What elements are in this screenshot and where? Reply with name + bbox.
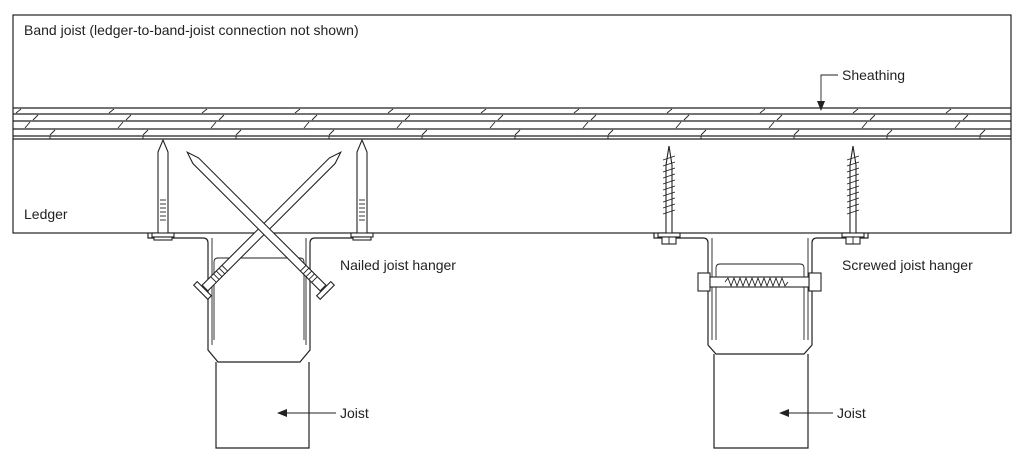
sheathing-hatch [311,114,318,121]
sheathing-hatch [962,114,969,121]
sheathing-hatch [759,108,766,114]
sheathing-hatch [497,114,504,121]
screw-left [657,145,681,245]
screw-right [841,145,865,245]
sheathing-hatch [979,129,986,136]
sheathing-hatch [582,121,589,129]
sheathing-hatch [776,114,783,121]
sheathing-hatch [108,108,115,114]
band-joist [12,14,1012,234]
sheathing-hatch [793,129,800,136]
sheathing-hatch [683,114,690,121]
sheathing-hatch [201,108,208,114]
sheathing-hatch [387,108,394,114]
sheathing-hatch [700,129,707,136]
sheathing-hatch [768,121,775,129]
sheathing-hatch [218,114,225,121]
sheathing-hatch [489,121,496,129]
sheathing-hatch [396,121,403,129]
sheathing-hatch [886,129,893,136]
sheathing-hatch [210,121,217,129]
sheathing-hatch [125,114,132,121]
sheathing-hatch [117,121,124,129]
sheathing-hatch [607,129,614,136]
sheathing-hatch [15,108,22,114]
sheathing-hatch [480,108,487,114]
sheathing-hatch [954,121,961,129]
nail-angled-1 [192,151,342,301]
sheathing-hatch [32,114,39,121]
sheathing-hatch [328,129,335,136]
label-band-joist: Band joist (ledger-to-band-joist connect… [24,22,359,38]
sheathing-hatch [142,129,149,136]
sheathing-hatch [945,108,952,114]
nailed-joist-hanger [147,233,371,363]
screwed-joist-hanger [653,233,869,355]
sheathing-hatch [421,129,428,136]
sheathing-hatch [514,129,521,136]
sheathing-hatch [235,129,242,136]
nail-vertical-left-2 [350,138,374,241]
joist-left [215,362,310,449]
sheathing-hatch [675,121,682,129]
through-bolt [697,272,822,292]
sheathing-hatch [852,108,859,114]
nail-angled-2 [186,151,336,301]
label-screwed-joist-hanger: Screwed joist hanger [842,257,973,273]
sheathing-hatch [666,108,673,114]
sheathing-hatch [303,121,310,129]
nail-vertical-left-1 [151,138,175,241]
joist-right [713,354,809,449]
sheathing-hatch [49,129,56,136]
sheathing-hatch [294,108,301,114]
label-ledger: Ledger [24,206,68,222]
sheathing-hatch [869,114,876,121]
sheathing-leader [817,74,838,111]
sheathing-hatch [590,114,597,121]
label-joist-left: Joist [340,405,369,421]
sheathing-hatch [404,114,411,121]
sheathing-layer [13,107,1011,140]
sheathing-hatch [573,108,580,114]
label-nailed-joist-hanger: Nailed joist hanger [340,257,456,273]
label-sheathing: Sheathing [842,67,905,83]
sheathing-hatch [24,121,31,129]
label-joist-right: Joist [837,405,866,421]
sheathing-hatch [861,121,868,129]
